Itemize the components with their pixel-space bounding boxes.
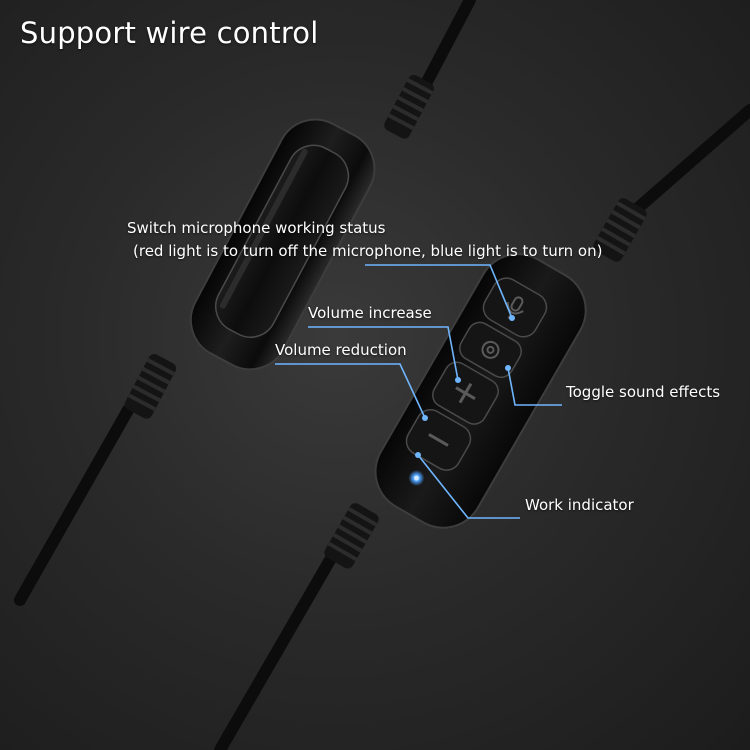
callout-line-toggle <box>507 367 562 406</box>
mic-status-button <box>482 277 548 338</box>
callout-line-indicator <box>417 454 520 519</box>
sound-effects-icon <box>481 340 500 359</box>
sound-effects-button <box>459 321 522 379</box>
left-cable-top <box>414 0 476 101</box>
left-strain-relief-bottom <box>124 354 177 419</box>
callout-toggle-sound-effects: Toggle sound effects <box>566 383 721 401</box>
right-strain-relief-bottom <box>324 503 379 569</box>
page-title: Support wire control <box>20 16 319 50</box>
callout-mic-status-line2: (red light is to turn off the microphone… <box>133 242 603 260</box>
plus-icon <box>455 382 476 404</box>
callout-mic-status-line1: Switch microphone working status <box>127 219 386 237</box>
left-cable-bottom <box>14 404 134 606</box>
callout-line-volume-down <box>275 363 426 419</box>
callout-volume-reduction: Volume reduction <box>275 341 407 359</box>
left-remote-panel <box>214 144 350 338</box>
callout-line-mic <box>365 264 513 319</box>
work-indicator-light <box>413 475 419 481</box>
callout-volume-increase: Volume increase <box>308 304 432 322</box>
left-remote <box>14 0 476 606</box>
left-strain-relief-top <box>384 74 434 139</box>
right-remote <box>214 104 750 750</box>
right-cable-bottom <box>214 554 336 750</box>
callout-line-volume-up <box>308 326 459 381</box>
right-strain-relief-top <box>593 198 647 262</box>
callout-dots <box>415 315 515 458</box>
right-cable-top <box>624 104 750 221</box>
minus-icon <box>428 433 449 447</box>
callout-work-indicator: Work indicator <box>525 496 634 514</box>
callout-lines <box>275 264 562 519</box>
